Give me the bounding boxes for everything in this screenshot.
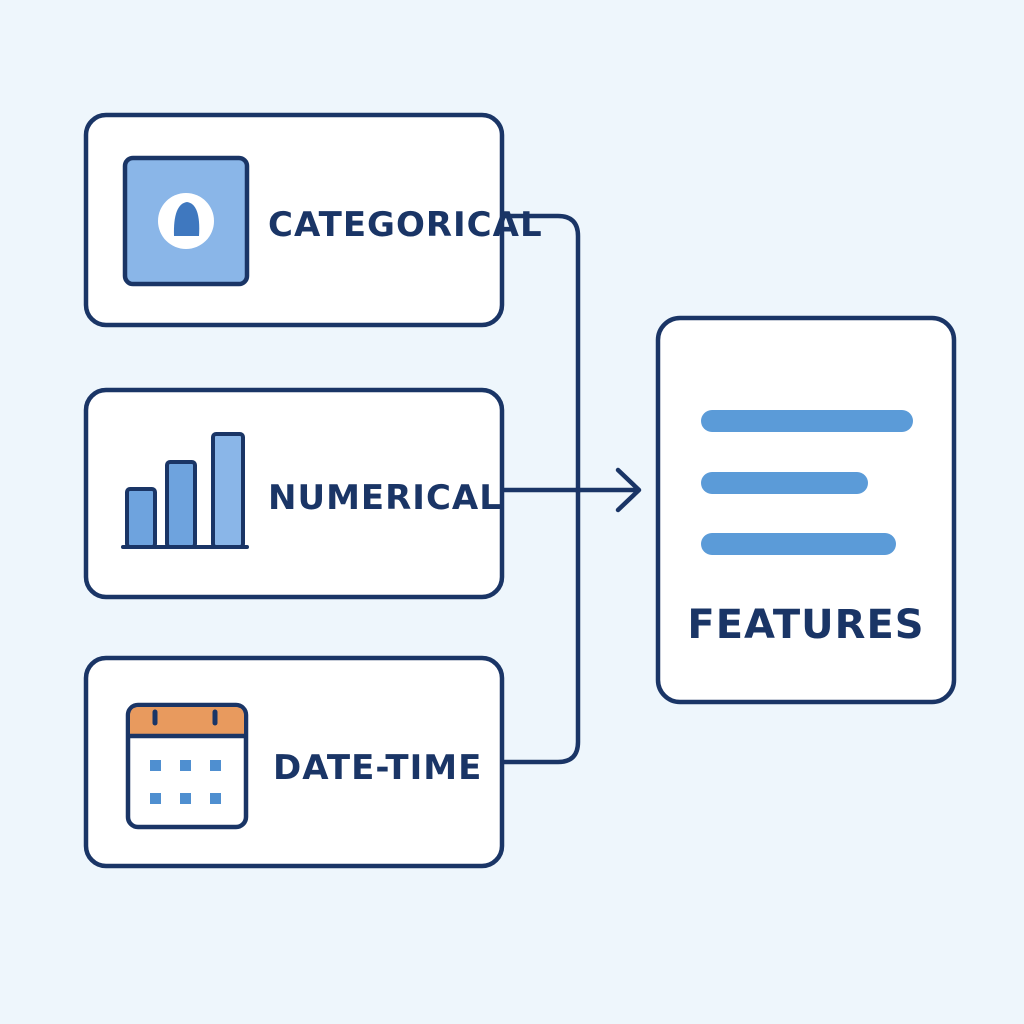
- arrow-head-icon: [615, 467, 642, 513]
- list-lines-icon: [701, 410, 913, 555]
- tag-icon: [122, 155, 250, 287]
- connectors: [499, 213, 642, 765]
- node-categorical-label: CATEGORICAL: [268, 205, 543, 245]
- calendar-icon: [125, 702, 249, 830]
- bar-chart-icon: [121, 432, 249, 549]
- connector-datetime: [499, 489, 581, 765]
- node-categorical: CATEGORICAL: [83, 112, 543, 328]
- node-datetime-label: DATE-TIME: [273, 748, 482, 788]
- connector-categorical: [499, 213, 581, 495]
- node-features: FEATURES: [655, 315, 957, 705]
- node-datetime: DATE-TIME: [83, 655, 505, 869]
- node-features-label: FEATURES: [687, 602, 924, 648]
- node-numerical: NUMERICAL: [83, 387, 505, 600]
- node-numerical-label: NUMERICAL: [268, 478, 502, 518]
